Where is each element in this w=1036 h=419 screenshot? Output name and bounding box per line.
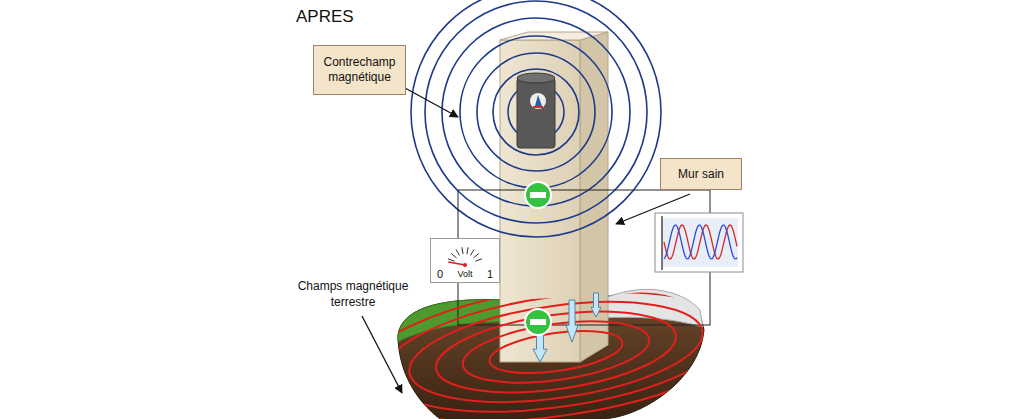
meter-scale-text: 1 [487, 268, 493, 280]
down-arrow [591, 293, 601, 317]
down-arrow [566, 300, 578, 342]
earth-field-line [459, 311, 653, 393]
field-ring [477, 53, 595, 171]
callout-box: Mur sain [660, 158, 742, 190]
gauge-tick [456, 249, 460, 255]
callout-text: Contrechamp magnétique [319, 55, 400, 85]
leader-arrow [362, 316, 402, 393]
callout-text: Mur sain [678, 167, 724, 182]
gauge-tick [451, 253, 456, 257]
gauge-pivot [463, 263, 467, 267]
earth-field-line [487, 324, 625, 380]
earth-field-line [403, 286, 709, 418]
voltmeter-box: 0 Volt 1 [430, 238, 500, 283]
gauge-tick [467, 247, 468, 254]
rock [600, 289, 703, 327]
device-logo-sail [535, 95, 542, 106]
sine-wave [664, 225, 737, 259]
sine-wave [664, 225, 737, 259]
field-label: Champs magnétique terrestre [290, 279, 416, 310]
field-ring [460, 36, 612, 188]
device-top [517, 73, 555, 83]
gauge-tick [448, 259, 455, 261]
oscilloscope-screen [662, 218, 738, 267]
minus-disc [525, 182, 551, 208]
earth-field-line [375, 273, 737, 419]
oscilloscope-frame [655, 213, 743, 272]
page-title: APRES [296, 7, 354, 27]
counter-field-rings [411, 0, 661, 237]
callout-box: Contrechamp magnétique [313, 45, 406, 95]
field-ring [493, 69, 579, 155]
meter-scale-text: 0 [437, 268, 443, 280]
device-body [517, 78, 555, 148]
field-ring [442, 18, 630, 206]
leader-arrow [405, 88, 458, 117]
leader-arrow [616, 194, 690, 224]
minus-disc [525, 309, 551, 335]
oscilloscope [655, 213, 743, 272]
device [517, 73, 555, 148]
device-logo [530, 93, 546, 109]
oscilloscope-axis [661, 216, 662, 270]
minus-bar [530, 192, 546, 198]
gauge-tick [471, 249, 475, 255]
earth-field-line [347, 261, 765, 419]
minus-bar [530, 319, 546, 325]
field-ring [411, 0, 661, 237]
gauge-tick [473, 253, 478, 257]
gauge-tick [475, 259, 482, 261]
device-logo-base [533, 106, 543, 108]
earth-field-lines [347, 261, 765, 419]
gauge-tick [462, 247, 463, 254]
gauge-needle [448, 262, 465, 265]
minus-marks [525, 182, 551, 335]
leader-lines [362, 88, 690, 393]
meter-scale-text: Volt [457, 269, 472, 279]
